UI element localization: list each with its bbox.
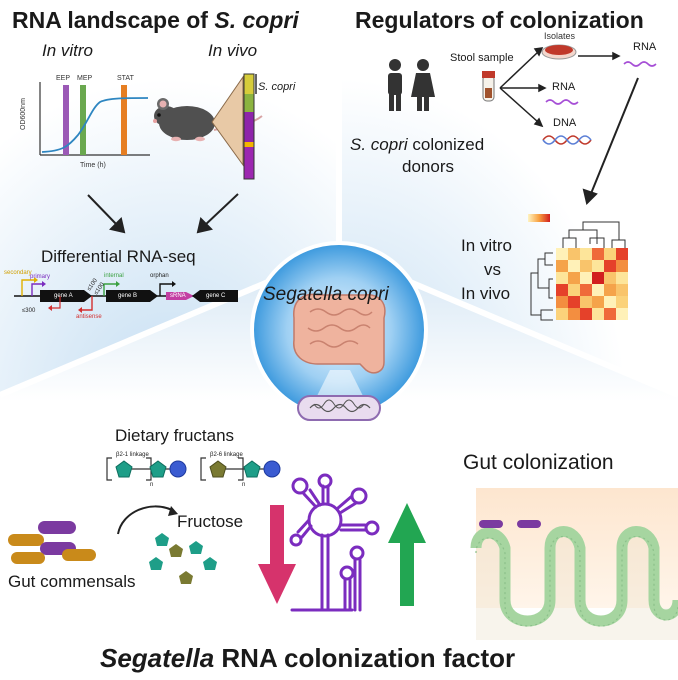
srna-label: sRNA: [170, 293, 186, 299]
mouse-illustration: [153, 98, 263, 142]
upregulation-arrow: [388, 503, 426, 606]
internal-tss-label: internal: [104, 273, 124, 279]
rna-mid-label: RNA: [552, 81, 576, 93]
sampling-funnel: [211, 75, 244, 167]
arrow-to-heatmap: [582, 77, 639, 205]
intestine-illustration: [293, 293, 386, 374]
vs-in-vivo-label: In vivo: [461, 284, 511, 303]
linkage-beta26-label: β2-6 linkage: [210, 452, 243, 458]
repeat-n-2: n: [242, 482, 246, 488]
scopri-bar-label: S. copri: [258, 81, 296, 93]
donor-people-icon: [388, 59, 435, 111]
gene-a-label: gene A: [54, 293, 73, 299]
gene-track-diagram: [14, 277, 238, 313]
dietary-fructans-label: Dietary fructans: [115, 426, 235, 445]
x-axis-label: Time (h): [80, 162, 106, 169]
gene-a-arrow: [40, 290, 92, 302]
eep-label: EEP: [56, 75, 71, 82]
donors-line-1: S. copri colonized: [350, 136, 484, 153]
arrows-to-drnaseq: [87, 193, 239, 234]
gene-c-label: gene C: [206, 293, 226, 299]
donors-colonized: colonized: [407, 135, 485, 154]
dna-helix-icon: [542, 135, 592, 145]
rna-squiggle-mid: [545, 99, 579, 105]
differential-rnaseq-label: Differential RNA-seq: [41, 247, 196, 266]
repeat-n-1: n: [150, 482, 154, 488]
organism-label: Segatella copri: [263, 284, 389, 305]
donors-italic: S. copri: [350, 135, 408, 154]
curved-arrow-to-fructose: [117, 505, 178, 535]
growth-curve-line: [41, 97, 149, 153]
secondary-tss-label: secondary: [4, 270, 32, 276]
gut-colonization-label: Gut colonization: [463, 451, 614, 474]
vs-label: vs: [484, 260, 501, 279]
stat-phase-bar: [121, 85, 127, 155]
footer-title: Segatella RNA colonization factor: [100, 645, 515, 671]
gut-commensal-bacteria: [8, 521, 96, 564]
dna-label: DNA: [553, 117, 577, 129]
fructose-label: Fructose: [177, 512, 244, 531]
stat-label: STAT: [117, 75, 134, 82]
title-plain: RNA landscape of: [12, 7, 215, 33]
in-vitro-label: In vitro: [42, 41, 94, 60]
primary-tss-label: primary: [30, 274, 51, 280]
community-composition-bar: [243, 73, 257, 180]
gene-c-arrow: [192, 290, 238, 302]
rna-base-dots: [303, 608, 342, 612]
srna-arrow: [166, 292, 194, 300]
fructan-chain-beta26: [200, 457, 281, 481]
rna-squiggle-top: [623, 61, 657, 67]
in-vivo-label: In vivo: [208, 41, 258, 60]
stool-tube-icon: [482, 71, 495, 102]
mep-label: MEP: [77, 75, 93, 82]
fructose-molecules: [149, 533, 217, 584]
stool-sample-label: Stool sample: [450, 52, 514, 64]
correlation-heatmap: [528, 214, 628, 321]
stool-branch-arrows: [499, 47, 621, 128]
rna-secondary-structure: [289, 473, 380, 612]
antisense-tss-label: antisense: [76, 314, 102, 320]
footer-italic-genus: Segatella: [100, 643, 215, 673]
orphan-tss-label: orphan: [150, 273, 169, 279]
linkage-beta21-label: β2-1 linkage: [116, 452, 149, 458]
dendrogram-top: [562, 221, 626, 248]
le300-label: ≤300: [22, 308, 36, 314]
gene-b-label: gene B: [118, 293, 138, 299]
center-organism-circle: [250, 241, 428, 421]
gene-b-arrow: [106, 290, 158, 302]
rna-top-label: RNA: [633, 41, 657, 53]
panel-title-rna-landscape: RNA landscape of S. copri: [12, 9, 299, 32]
footer-rest: RNA colonization factor: [214, 643, 516, 673]
heatmap-cells: [556, 248, 628, 320]
panel-title-regulators: Regulators of colonization: [355, 7, 644, 33]
vs-in-vitro-label: In vitro: [461, 236, 513, 255]
petri-dish-icon: [541, 44, 577, 60]
y-axis-label: OD600nm: [20, 98, 27, 130]
downregulation-arrow: [258, 505, 296, 604]
fructan-chain-beta21: [106, 457, 187, 481]
eep-phase-bar: [63, 85, 69, 155]
title-italic-species: S. copri: [214, 7, 299, 33]
dendrogram-left: [530, 252, 553, 321]
gut-commensals-label: Gut commensals: [8, 572, 136, 591]
mep-phase-bar: [80, 85, 86, 155]
growth-curve-plot: [39, 82, 150, 156]
gut-villi-illustration: [470, 488, 678, 640]
donors-line-2: donors: [402, 157, 454, 176]
isolates-label: Isolates: [544, 31, 576, 41]
